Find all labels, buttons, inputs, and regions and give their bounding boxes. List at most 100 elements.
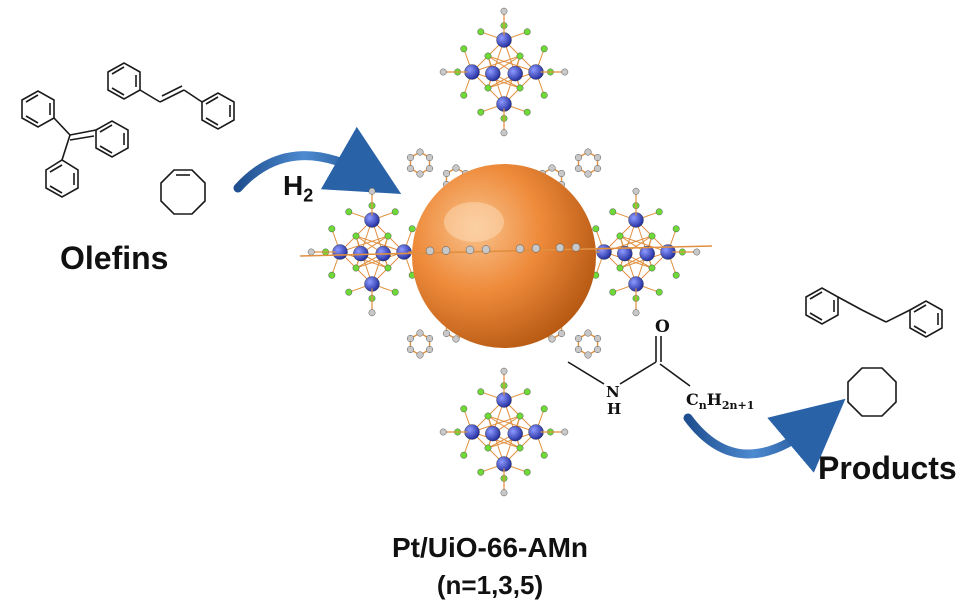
carbon-atom [548,335,556,343]
oxygen-atom [523,28,531,36]
oxygen-atom [391,288,399,296]
triphenylethylene-molecule [21,90,129,198]
oxygen-atom [352,264,360,272]
oxygen-atom [648,264,656,272]
hydrogen-symbol: H [283,170,304,201]
alkyl-hydrogen: H [706,390,722,409]
carbon-atom [439,68,447,76]
carbon-atom [368,309,376,317]
linker-through-cage [299,243,713,257]
carbon-atom [500,367,508,375]
oxygen-atom [516,84,524,92]
carbon-atom [416,351,424,359]
benzene-ring-icon [107,62,141,100]
carbon-atom [465,245,475,255]
benzene-ring-icon [21,90,55,128]
amide-hydrogen-label: H [607,400,622,418]
zirconium-atom [639,245,655,262]
sphere-highlight [444,202,504,242]
carbon-atom [574,335,582,343]
carbon-atom [426,153,434,161]
oxygen-atom [328,225,336,233]
oxygen-atom [484,84,492,92]
linker-ring [406,329,434,359]
carbon-atom [584,148,592,156]
carbon-atom [558,169,566,177]
reactants-label: Olefins [60,240,169,276]
carbon-atom [594,164,602,172]
bond [299,245,713,257]
alkyl-hydrogen-count: 2n+1 [721,399,755,413]
carbon-atom [561,428,569,436]
carbon-atom [594,335,602,343]
carbon-atom [574,346,582,354]
bond [355,235,405,253]
amide-nitrogen-label: N [606,383,620,401]
oxygen-atom [609,208,617,216]
carbon-atom [500,7,508,15]
benzene-ring-icon [909,300,943,338]
oxygen-atom [655,288,663,296]
oxygen-atom [460,451,468,459]
carbon-atom [584,351,592,359]
carbon-atom [406,335,414,343]
benzene-ring-icon [45,159,79,198]
oxygen-atom [523,388,531,396]
oxygen-atom [408,225,416,233]
oxygen-atom [391,208,399,216]
oxygen-atom [484,412,492,420]
carbon-atom [416,329,424,337]
alkyl-carbon-count: n [698,399,707,413]
oxygen-atom [352,232,360,240]
oxygen-atom [484,444,492,452]
carbon-atom [531,244,541,253]
carbon-atom [693,248,701,256]
carbon-atom [574,164,582,172]
carbon-atom [426,335,434,343]
benzene-ring-icon [805,287,839,325]
cyclooctene-icon [160,169,206,215]
oxygen-atom [648,232,656,240]
benzene-ring-icon [201,92,235,130]
oxygen-atom [540,91,548,99]
oxygen-atom [516,52,524,60]
hydrogen-subscript: 2 [303,185,314,206]
benzene-ring-icon [95,120,129,158]
oxygen-atom [345,208,353,216]
carbon-atom [584,329,592,337]
oxygen-atom [540,405,548,413]
zr-cluster-icon [307,187,437,317]
zirconium-atom [485,425,501,442]
carbon-atom [555,243,565,253]
carbon-atom [416,148,424,156]
oxygen-atom [477,388,485,396]
bond [471,55,521,73]
oxygen-atom [523,468,531,476]
zirconium-atom [507,425,523,442]
bond [487,55,537,73]
zr-cluster-icon [439,367,569,497]
carbon-atom [584,170,592,178]
carbon-atom [594,346,602,354]
oxygen-atom [655,208,663,216]
alkyl-carbon: C [686,390,699,409]
carbon-atom [442,330,450,338]
bond [339,235,389,253]
carbon-atom [426,346,434,354]
carbon-atom [632,187,640,195]
oxygen-atom [616,232,624,240]
oxygen-atom [672,225,680,233]
carbon-atom [426,164,434,172]
zr-cluster-icon [439,7,569,137]
carbon-atom [406,164,414,172]
bond [619,235,669,253]
carbon-atom [368,187,376,195]
curved-arrow-icon [683,398,846,473]
oxygen-atom [477,108,485,116]
carbon-atom [561,68,569,76]
carbon-atom [632,309,640,317]
uio-66-framework [307,7,701,497]
products-label: Products [818,450,957,486]
